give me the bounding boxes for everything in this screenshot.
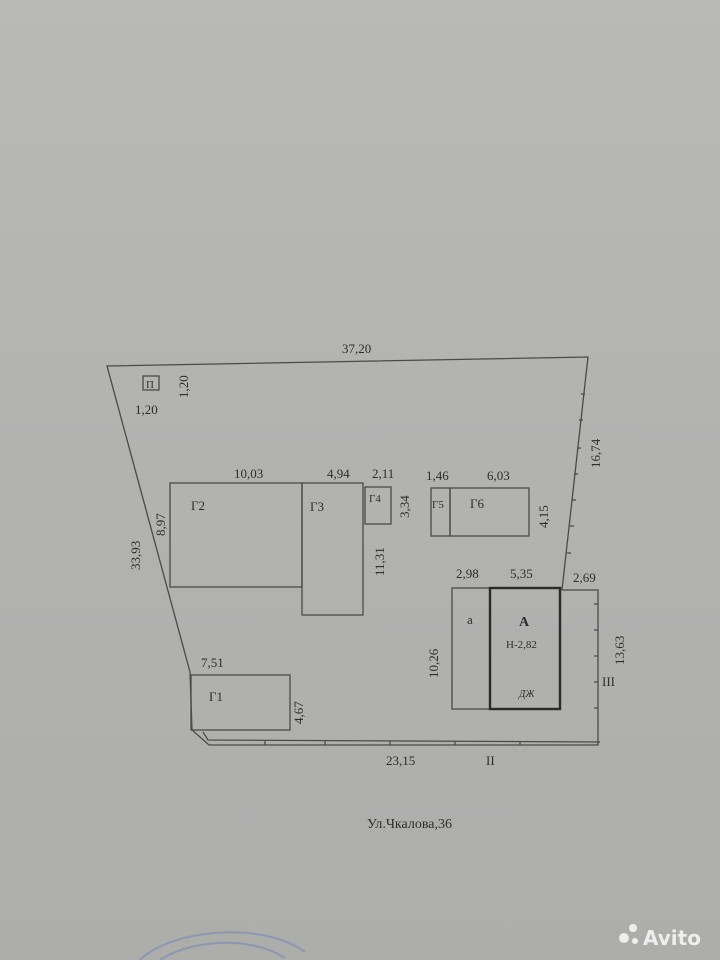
watermark-dot-icon — [619, 933, 629, 943]
annex-a — [451, 587, 491, 710]
well-box — [142, 375, 160, 391]
dim-well-w: 1,20 — [135, 402, 158, 417]
dim-house-top: 5,35 — [510, 566, 533, 581]
building-g6 — [449, 487, 530, 537]
dim-g1-side: 4,67 — [291, 701, 306, 724]
point-iii: III — [602, 674, 615, 689]
inner-fence — [202, 731, 601, 743]
dim-outer-bottom: 23,15 — [386, 753, 415, 768]
house-label: А — [519, 615, 530, 630]
dim-outer-top: 37,20 — [342, 341, 371, 356]
building-g4 — [364, 486, 392, 525]
avito-watermark: Avito — [619, 924, 701, 950]
dim-annex-top: 2,98 — [456, 566, 479, 581]
g5-label: Г5 — [432, 499, 444, 511]
point-ii: II — [486, 753, 495, 768]
g4-label: Г4 — [369, 493, 381, 505]
building-g3 — [301, 482, 364, 616]
g1-label: Г1 — [209, 689, 223, 704]
dim-g2-top: 10,03 — [234, 466, 263, 481]
dim-corner-right: 2,69 — [573, 570, 596, 585]
house-a — [488, 586, 562, 711]
dim-g6-top: 6,03 — [487, 468, 510, 483]
dim-annex-side: 10,26 — [426, 648, 441, 678]
building-g5 — [430, 487, 451, 537]
stamp-arc-inner — [159, 941, 286, 960]
building-g1 — [190, 674, 291, 731]
dim-g5-top: 1,46 — [426, 468, 449, 483]
dim-g4-top: 2,11 — [372, 466, 394, 481]
house-height: Н-2,82 — [506, 639, 537, 651]
watermark-text: Avito — [643, 926, 701, 950]
dim-outer-right-upper: 16,74 — [588, 438, 603, 468]
dim-g3-side: 11,31 — [372, 547, 387, 576]
dim-g6-side: 4,15 — [536, 505, 551, 528]
annex-label: а — [467, 612, 473, 627]
dim-g1-top: 7,51 — [201, 655, 224, 670]
house-material: ДЖ — [518, 689, 535, 700]
dim-g4-side: 3,34 — [397, 495, 412, 518]
g3-label: Г3 — [310, 499, 324, 514]
address-caption: Ул.Чкалова,36 — [367, 817, 452, 832]
building-g2 — [169, 482, 303, 588]
plot-boundary — [106, 356, 599, 746]
tick-marks — [264, 393, 598, 745]
watermark-dot-icon — [629, 924, 637, 932]
dim-g3-top: 4,94 — [327, 466, 350, 481]
dim-g2-side: 8,97 — [153, 513, 168, 536]
dim-outer-left: 33,93 — [128, 541, 143, 570]
dim-outer-right-lower: 13,63 — [612, 636, 627, 665]
dim-well-h: 1,20 — [176, 375, 191, 398]
g2-label: Г2 — [191, 498, 205, 513]
stamp-arc — [139, 931, 306, 960]
watermark-dot-icon — [632, 938, 638, 944]
g6-label: Г6 — [470, 496, 485, 511]
well-label: П — [146, 379, 154, 391]
